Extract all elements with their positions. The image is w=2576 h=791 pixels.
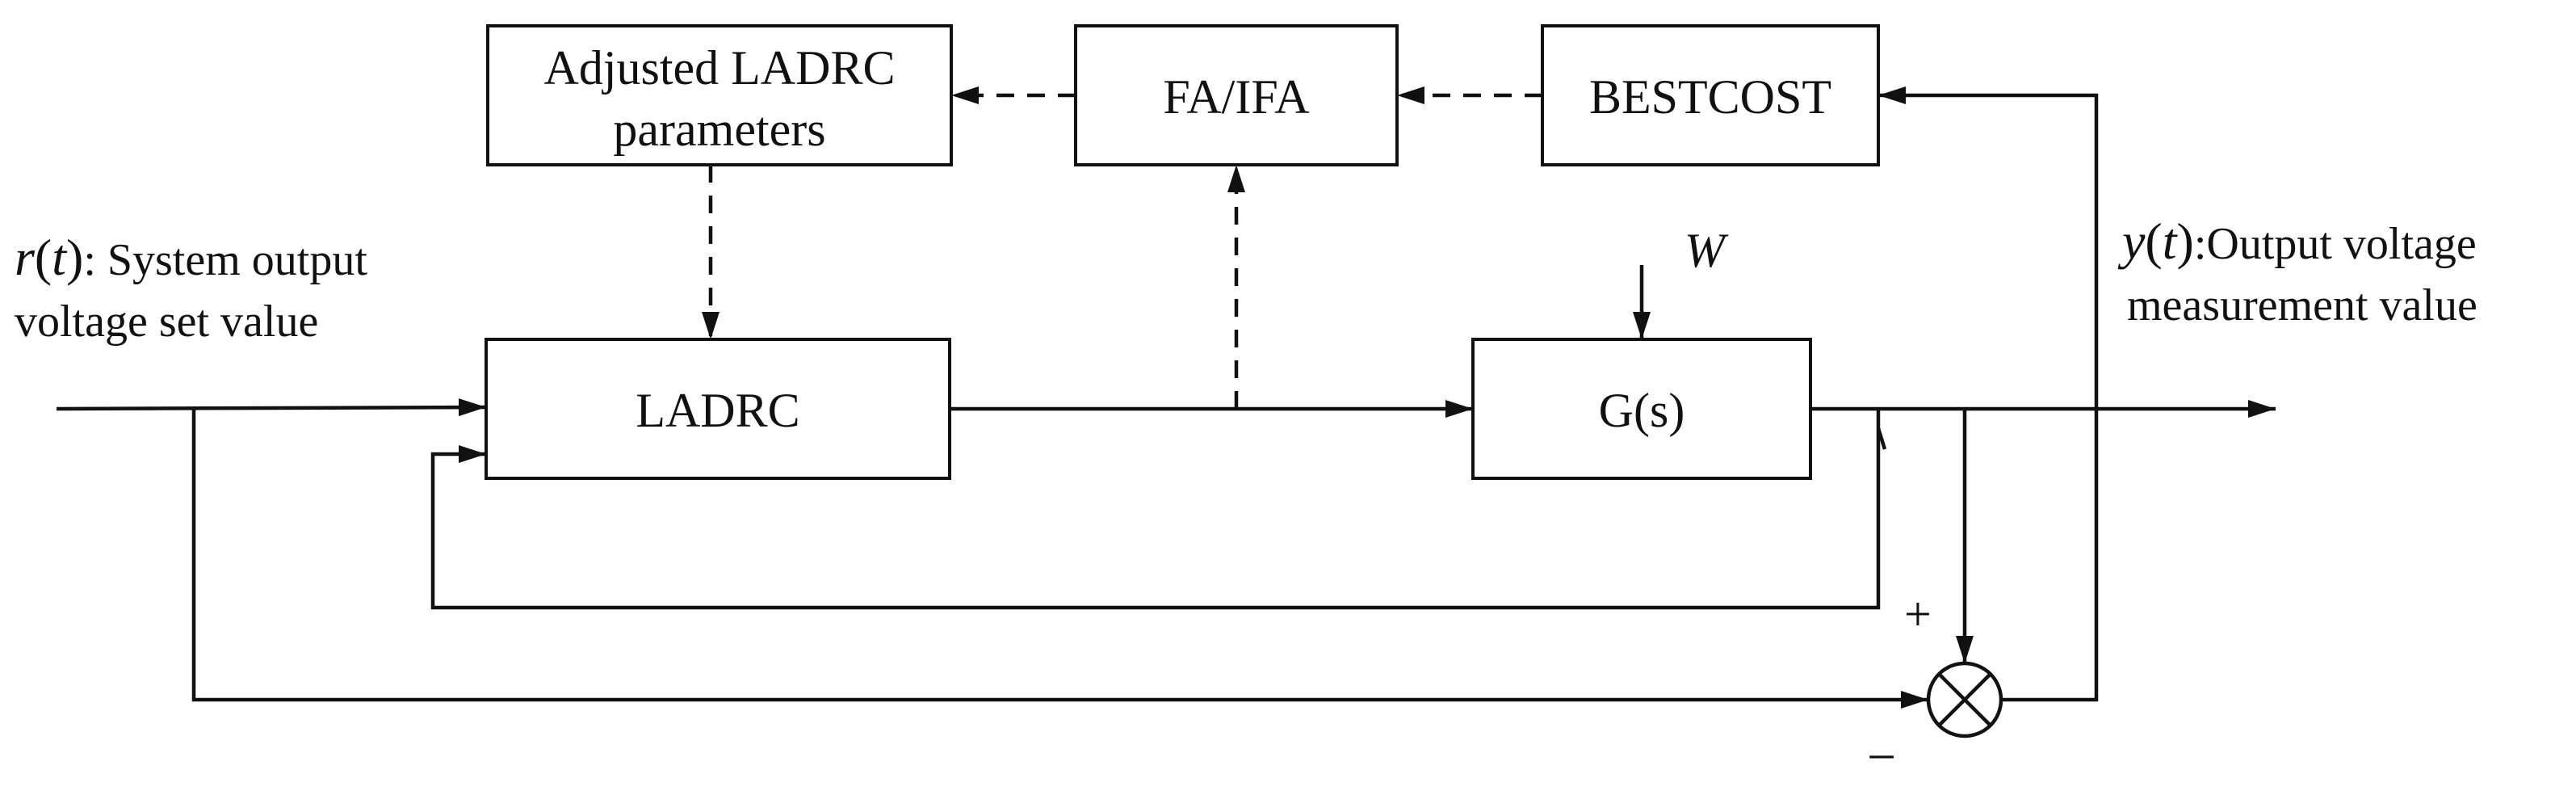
inner-feedback-loop-wire bbox=[430, 409, 1887, 610]
summing-junction bbox=[1926, 661, 2003, 738]
input-label-line2: voltage set value bbox=[15, 297, 318, 347]
adjusted-block-label-line1: Adjusted LADRC bbox=[544, 41, 896, 95]
input-symbol: r bbox=[15, 229, 36, 286]
ladrc-block: LADRC bbox=[485, 338, 951, 480]
plus-sign: + bbox=[1904, 587, 1932, 641]
bestcost-block-label: BESTCOST bbox=[1589, 70, 1831, 124]
input-wire bbox=[56, 398, 487, 417]
reference-to-comparator-wire bbox=[191, 409, 1928, 709]
fa-ifa-block: FA/IFA bbox=[1074, 24, 1399, 166]
adjusted-ladrc-parameters-block: Adjusted LADRC parameters bbox=[486, 24, 953, 166]
output-label-line1: y(t):Output voltage bbox=[2117, 212, 2477, 270]
plant-gs-block-label: G(s) bbox=[1599, 384, 1685, 437]
input-arg: t bbox=[52, 229, 68, 286]
input-description-line1: : System output bbox=[83, 235, 367, 285]
output-label-line2: measurement value bbox=[2127, 280, 2477, 330]
fa-ifa-block-label: FA/IFA bbox=[1163, 70, 1309, 124]
bestcost-block: BESTCOST bbox=[1541, 24, 1880, 166]
error-to-bestcost-wire bbox=[1878, 86, 2099, 702]
adjusted-block-label-line2: parameters bbox=[613, 103, 825, 156]
output-description-line1: :Output voltage bbox=[2194, 219, 2477, 269]
output-arg: t bbox=[2163, 212, 2179, 270]
input-label-line1: r(t): System output bbox=[15, 229, 367, 286]
ladrc-block-label: LADRC bbox=[636, 384, 799, 437]
disturbance-label: W bbox=[1684, 224, 1729, 277]
output-symbol: y bbox=[2117, 212, 2146, 270]
plant-gs-block: G(s) bbox=[1471, 338, 1812, 480]
minus-sign: − bbox=[1867, 728, 1896, 785]
